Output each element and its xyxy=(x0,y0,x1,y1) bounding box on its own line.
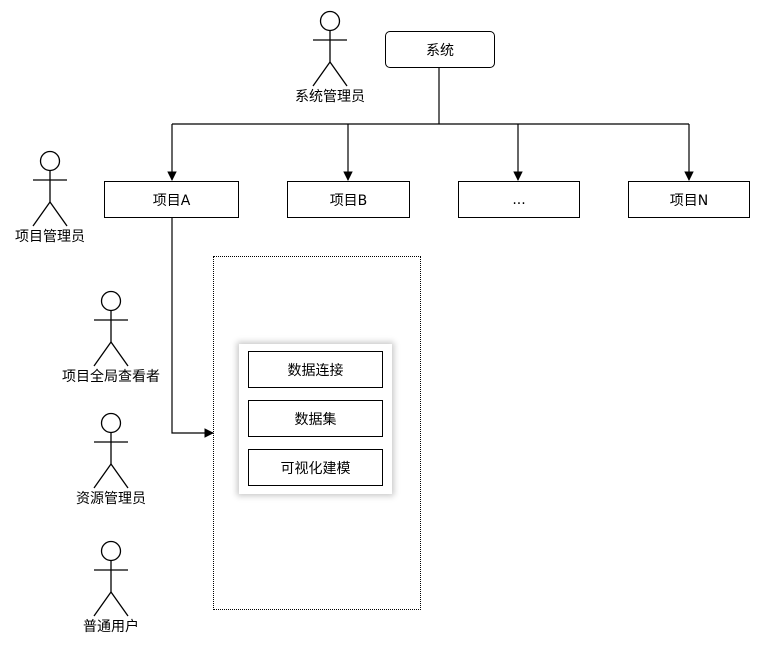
actor-label: 项目全局查看者 xyxy=(62,369,160,385)
system-node: 系统 xyxy=(385,31,495,68)
project-node-b: 项目B xyxy=(287,181,410,218)
module-visual-modeling: 可视化建模 xyxy=(248,449,383,486)
system-node-label: 系统 xyxy=(426,42,454,59)
project-node-a: 项目A xyxy=(104,181,239,218)
project-node-n: 项目N xyxy=(628,181,750,218)
actor-project-global-viewer: 项目全局查看者 xyxy=(56,290,166,385)
project-a-to-container-arrow xyxy=(171,218,214,438)
actor-project-admin: 项目管理员 xyxy=(0,150,105,245)
project-node-label: ... xyxy=(512,191,526,208)
project-node-label: 项目A xyxy=(152,192,191,209)
actor-label: 系统管理员 xyxy=(295,89,365,105)
module-panel: 数据连接 数据集 可视化建模 xyxy=(239,344,392,494)
stick-figure-icon xyxy=(312,10,348,87)
stick-figure-icon xyxy=(93,540,129,617)
module-label: 数据连接 xyxy=(287,362,344,379)
actor-normal-user: 普通用户 xyxy=(56,540,166,635)
module-dataset: 数据集 xyxy=(248,400,383,437)
actor-label: 资源管理员 xyxy=(76,491,146,507)
module-label: 可视化建模 xyxy=(280,460,351,477)
actor-system-admin: 系统管理员 xyxy=(275,10,385,105)
project-node-ellipsis: ... xyxy=(458,181,580,218)
module-data-connection: 数据连接 xyxy=(248,351,383,388)
stick-figure-icon xyxy=(93,412,129,489)
actor-label: 项目管理员 xyxy=(15,229,85,245)
stick-figure-icon xyxy=(93,290,129,367)
project-contents-container xyxy=(213,256,421,610)
actor-resource-admin: 资源管理员 xyxy=(56,412,166,507)
stick-figure-icon xyxy=(32,150,68,227)
project-node-label: 项目N xyxy=(669,192,709,209)
module-label: 数据集 xyxy=(294,411,337,428)
actor-label: 普通用户 xyxy=(83,619,139,635)
project-node-label: 项目B xyxy=(329,192,368,209)
